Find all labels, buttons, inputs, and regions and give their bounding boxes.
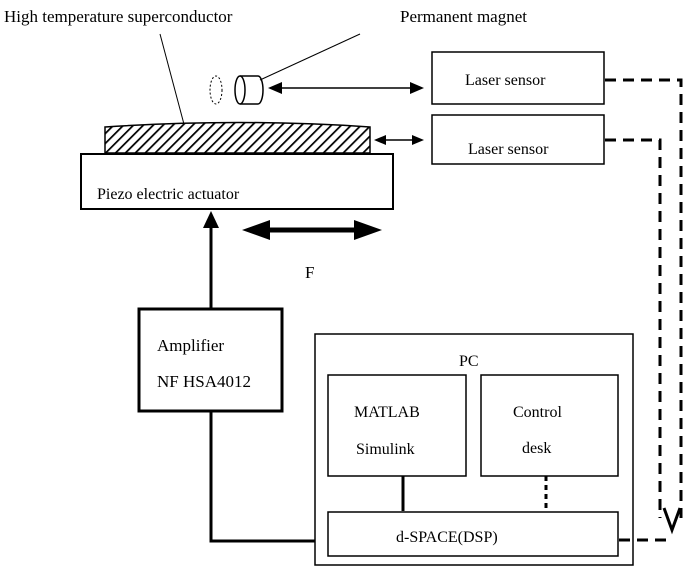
piezo-actuator-label: Piezo electric actuator bbox=[97, 186, 240, 203]
amplifier-to-dspace-line bbox=[209, 412, 327, 543]
force-label: F bbox=[305, 263, 314, 282]
piezo-actuator-box bbox=[80, 153, 394, 210]
force-arrow bbox=[242, 220, 382, 240]
laser-sensor-2-box bbox=[431, 114, 605, 165]
laser-sensor-1-label: Laser sensor bbox=[465, 72, 546, 89]
matlab-simulink-box bbox=[327, 374, 467, 477]
laser-sensor-1-box bbox=[431, 51, 605, 105]
hts-leader-line bbox=[159, 33, 186, 129]
pc-label: PC bbox=[459, 353, 479, 370]
control-desk-label-line1: Control bbox=[513, 404, 562, 421]
laser-sensor-2-label: Laser sensor bbox=[468, 141, 549, 158]
sensor-signal-dashed-lines bbox=[605, 78, 683, 542]
dsp-input-arrowhead bbox=[662, 507, 682, 535]
amplifier-label-line1: Amplifier bbox=[157, 336, 224, 355]
plate-sensor-arrow bbox=[374, 135, 424, 145]
control-desk-box bbox=[480, 374, 619, 477]
magnet-leader-line bbox=[259, 33, 361, 81]
amplifier-label-line2: NF HSA4012 bbox=[157, 372, 251, 391]
magnet-label: Permanent magnet bbox=[400, 7, 527, 26]
hts-label: High temperature superconductor bbox=[4, 7, 233, 26]
superconductor-plate bbox=[104, 121, 371, 154]
permanent-magnet bbox=[209, 75, 264, 105]
amplifier-box bbox=[137, 307, 284, 413]
control-desk-label-line2: desk bbox=[522, 440, 551, 457]
dspace-label: d-SPACE(DSP) bbox=[396, 529, 498, 546]
magnet-sensor-arrow bbox=[268, 82, 424, 94]
amplifier-to-piezo-arrow bbox=[203, 211, 219, 308]
dspace-box bbox=[327, 511, 619, 557]
matlab-label-line2: Simulink bbox=[356, 441, 415, 458]
matlab-label-line1: MATLAB bbox=[354, 404, 420, 421]
